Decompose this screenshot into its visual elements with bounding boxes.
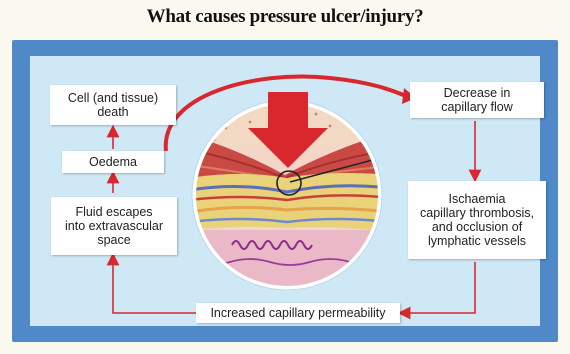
arrow-ischaemia-to-permeability [404,262,475,313]
arrow-permeability-to-fluid [113,259,196,313]
box-fluid-escapes: Fluid escapes into extravascular space [51,197,177,255]
box-permeability: Increased capillary permeability [196,303,400,323]
box-decrease-flow: Decrease in capillary flow [410,82,544,118]
tissue-cross-section [190,92,390,300]
box-ischaemia: Ischaemia capillary thrombosis, and occl… [408,181,546,259]
box-cell-death: Cell (and tissue) death [50,85,176,125]
box-oedema: Oedema [62,151,164,173]
